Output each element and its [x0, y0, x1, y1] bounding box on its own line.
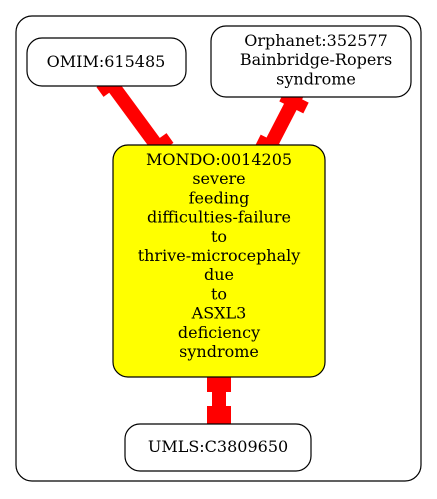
node-umls[interactable]: UMLS:C3809650: [124, 423, 312, 472]
node-label-line: to: [211, 284, 227, 303]
node-label-line: syndrome: [276, 69, 356, 88]
node-label-line: ASXL3: [191, 304, 247, 323]
cluster-border: [15, 15, 422, 482]
node-omim[interactable]: OMIM:615485: [26, 37, 187, 87]
node-omim-label: OMIM:615485: [47, 52, 166, 71]
node-label-line: difficulties-failure: [147, 208, 291, 227]
node-label-line: OMIM:615485: [47, 52, 166, 71]
node-label-line: thrive-microcephaly: [138, 246, 301, 265]
node-umls-label: UMLS:C3809650: [148, 437, 288, 456]
node-label-line: UMLS:C3809650: [148, 437, 288, 456]
node-label-line: Orphanet:352577: [244, 31, 388, 50]
node-label-line: Bainbridge-Ropers: [240, 50, 392, 69]
node-label-line: deficiency: [178, 323, 260, 342]
node-label-line: to: [211, 227, 227, 246]
node-label-line: due: [204, 265, 234, 284]
node-label-line: feeding: [189, 188, 250, 207]
node-label-line: severe: [192, 169, 245, 188]
node-label-line: MONDO:0014205: [146, 150, 292, 169]
edge-omim-mondo: [96, 71, 174, 160]
edge-orphanet-mondo: [255, 88, 309, 158]
node-label-line: syndrome: [179, 342, 259, 361]
edge-mondo-umls: [207, 370, 231, 428]
